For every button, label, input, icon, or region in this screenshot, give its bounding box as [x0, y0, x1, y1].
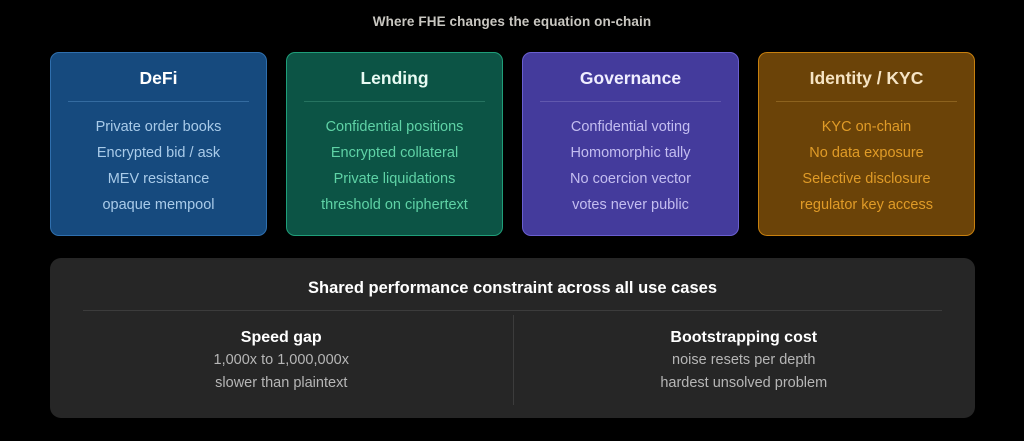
- panel-column-line: noise resets per depth: [672, 352, 816, 368]
- card-item-list: KYC on-chain No data exposure Selective …: [759, 114, 974, 218]
- card-item: Encrypted collateral: [330, 144, 459, 161]
- panel-column-line: hardest unsolved problem: [660, 375, 828, 391]
- card-item: Confidential positions: [325, 118, 464, 135]
- card-item: MEV resistance: [107, 170, 210, 187]
- card-item: Encrypted bid / ask: [96, 144, 221, 161]
- use-case-card-defi[interactable]: DeFi Private order books Encrypted bid /…: [50, 52, 267, 236]
- card-item: Private order books: [95, 118, 222, 135]
- card-divider: [304, 101, 485, 103]
- card-item-list: Private order books Encrypted bid / ask …: [51, 114, 266, 218]
- card-item: KYC on-chain: [821, 118, 912, 135]
- card-title: DeFi: [139, 68, 178, 88]
- card-item: Selective disclosure: [802, 170, 931, 187]
- card-title: Governance: [579, 68, 682, 88]
- panel-column-line: 1,000x to 1,000,000x: [213, 352, 349, 368]
- card-item: No coercion vector: [570, 170, 691, 187]
- card-title: Identity / KYC: [809, 68, 924, 88]
- card-item: threshold on ciphertext: [321, 196, 468, 213]
- card-item: votes never public: [572, 196, 689, 213]
- panel-divider: [83, 310, 942, 311]
- use-case-card-row: DeFi Private order books Encrypted bid /…: [50, 52, 975, 236]
- card-item-list: Confidential voting Homomorphic tally No…: [523, 114, 738, 218]
- card-divider: [540, 101, 721, 103]
- panel-column-line: slower than plaintext: [215, 375, 348, 391]
- card-item: Homomorphic tally: [570, 144, 691, 161]
- card-divider: [776, 101, 957, 103]
- panel-column-title: Speed gap: [240, 329, 322, 346]
- use-case-card-lending[interactable]: Lending Confidential positions Encrypted…: [286, 52, 503, 236]
- panel-column-group: Speed gap 1,000x to 1,000,000x slower th…: [50, 311, 975, 418]
- use-case-card-governance[interactable]: Governance Confidential voting Homomorph…: [522, 52, 739, 236]
- page-title: Where FHE changes the equation on-chain: [372, 14, 652, 29]
- panel-column-title: Bootstrapping cost: [670, 329, 818, 346]
- card-item: Private liquidations: [333, 170, 456, 187]
- panel-column-speed-gap: Speed gap 1,000x to 1,000,000x slower th…: [50, 311, 513, 418]
- shared-constraint-panel: Shared performance constraint across all…: [50, 258, 975, 418]
- panel-column-bootstrapping-cost: Bootstrapping cost noise resets per dept…: [512, 311, 976, 418]
- card-divider: [68, 101, 249, 103]
- card-title: Lending: [360, 68, 429, 88]
- panel-title: Shared performance constraint across all…: [307, 279, 718, 297]
- card-item-list: Confidential positions Encrypted collate…: [287, 114, 502, 218]
- card-item: opaque mempool: [102, 196, 215, 213]
- card-item: No data exposure: [809, 144, 924, 161]
- use-case-card-identity-kyc[interactable]: Identity / KYC KYC on-chain No data expo…: [758, 52, 975, 236]
- card-item: regulator key access: [800, 196, 933, 213]
- card-item: Confidential voting: [570, 118, 691, 135]
